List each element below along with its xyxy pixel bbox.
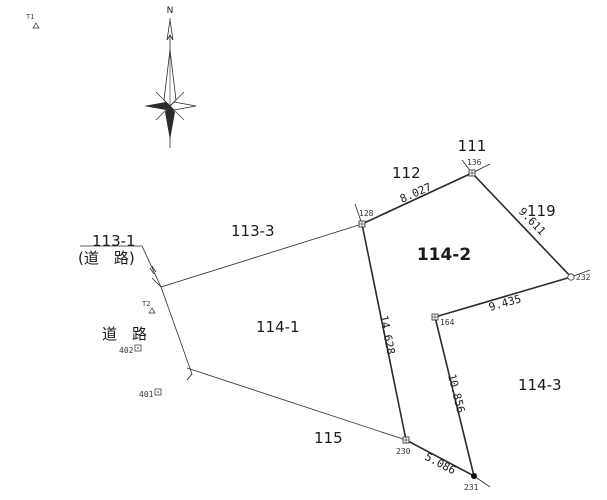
point-232-marker (567, 273, 575, 281)
lot-114-1-label: 114-1 (256, 318, 300, 336)
lot-113-3-label: 113-3 (231, 222, 275, 240)
north-arrow-lower-needle (165, 106, 175, 140)
lot-113-1-leader-diag (141, 245, 162, 288)
lot-113-1-label: 113-1 (92, 232, 136, 250)
point-231-label: 231 (464, 483, 479, 492)
point-labels: 136 128 232 164 230 231 402 401 (119, 158, 591, 492)
north-label: N (167, 6, 174, 16)
survey-points (134, 169, 575, 479)
dim-230-231: 5.086 (423, 450, 458, 477)
point-232-label: 232 (576, 273, 591, 282)
triangle-icon (32, 22, 40, 29)
benchmark-t2-label: T2 (142, 300, 150, 308)
road-west-edge (151, 277, 193, 381)
lot-114-2-label: 114-2 (417, 245, 471, 265)
point-136-label: 136 (467, 158, 482, 167)
point-402-label: 402 (119, 346, 134, 355)
lot-119-label: 119 (527, 202, 556, 220)
boundary-114-1-115 (186, 367, 407, 441)
dim-128-230: 14.628 (377, 314, 397, 356)
lot-111-label: 111 (458, 137, 487, 155)
north-arrow-west-vane (144, 102, 170, 110)
north-arrow-east-vane (169, 101, 197, 111)
dim-128-136: 8.027 (398, 180, 434, 205)
boundary-113-3-114-1 (160, 223, 363, 288)
point-231-marker (471, 473, 477, 479)
dim-164-232: 9.435 (487, 292, 522, 314)
point-164-label: 164 (440, 318, 455, 327)
road-label: 道 路 (102, 325, 147, 343)
point-401-label: 401 (139, 390, 154, 399)
extension-231 (473, 475, 491, 488)
lot-112-label: 112 (392, 164, 421, 182)
lot-113-1-sub-label: (道 路) (78, 249, 135, 267)
benchmark-t2: T2 (142, 300, 156, 314)
lot-labels: 111 112 119 113-3 113-1 (道 路) 114-2 114-… (78, 137, 562, 447)
lot-115-label: 115 (314, 429, 343, 447)
north-arrow: N (144, 6, 197, 148)
lot-114-3-label: 114-3 (518, 376, 562, 394)
dim-164-231: 10.856 (445, 373, 467, 415)
triangle-icon (148, 307, 156, 314)
north-arrow-tip (166, 19, 174, 41)
point-230-label: 230 (396, 447, 411, 456)
benchmark-t1-label: T1 (26, 13, 34, 21)
point-128-label: 128 (359, 209, 374, 218)
benchmark-t1: T1 (26, 13, 40, 29)
